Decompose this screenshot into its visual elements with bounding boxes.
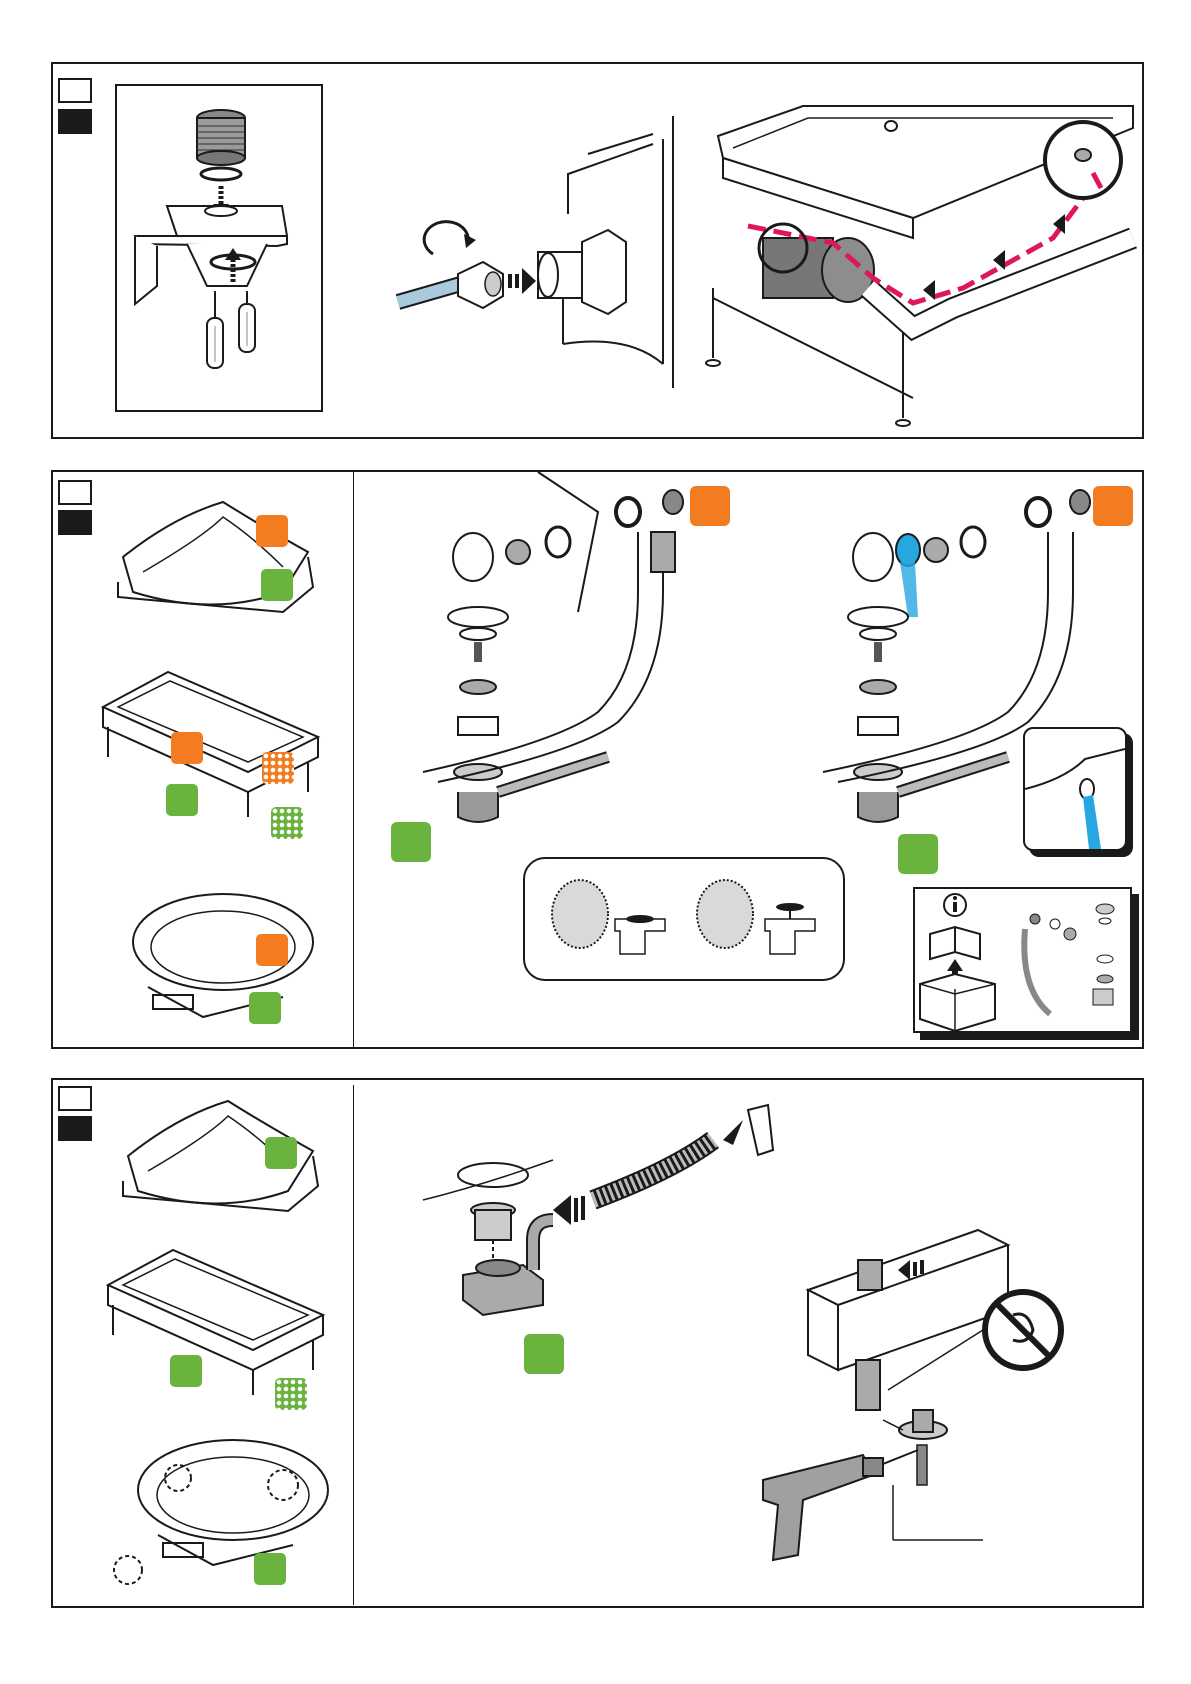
water-detail-inset <box>1023 727 1127 851</box>
stopper-comparison-illustration <box>525 859 843 979</box>
panel-3 <box>51 1078 1144 1608</box>
step-marker-dark <box>58 510 92 535</box>
parts-info-illustration <box>915 889 1130 1031</box>
rectangular-tub-illustration <box>98 667 328 822</box>
green-badge-icon <box>249 992 281 1024</box>
frame-leg-adjustment-illustration <box>798 1220 1138 1420</box>
step-marker-dark <box>58 109 92 134</box>
water-flow-detail <box>1025 729 1125 849</box>
stopper-comparison-box <box>523 857 845 981</box>
green-badge-icon <box>166 784 198 816</box>
rotate-arrow-icon <box>424 222 468 254</box>
green-badge-icon <box>524 1334 564 1374</box>
round-tub-illustration <box>123 1435 343 1585</box>
green-badge-icon <box>265 1137 297 1169</box>
orange-badge-icon <box>256 515 288 547</box>
round-tub-illustration <box>123 887 323 1032</box>
water-stream-icon <box>900 562 918 617</box>
green-badge-icon <box>170 1355 202 1387</box>
box-icon <box>920 974 995 1031</box>
panel-2-divider <box>353 472 354 1049</box>
green-badge-icon <box>271 807 303 839</box>
siphon-assembly-illustration <box>423 1100 823 1340</box>
panel-2 <box>51 470 1144 1049</box>
green-badge-icon <box>254 1553 286 1585</box>
drill-icon <box>753 1450 923 1590</box>
drain-set-exploded-illustration <box>398 472 738 852</box>
step-marker-light <box>58 78 92 103</box>
push-arrow-icon <box>553 1195 585 1225</box>
step-marker-light <box>58 480 92 505</box>
orange-badge-icon <box>171 732 203 764</box>
screwdriver-icon <box>207 291 255 368</box>
orange-badge-icon <box>1093 486 1133 526</box>
green-badge-icon <box>898 834 938 874</box>
bathtub-pump-route-illustration <box>673 98 1143 438</box>
green-badge-icon <box>391 822 431 862</box>
parts-info-box <box>913 887 1132 1033</box>
green-badge-icon <box>275 1378 307 1410</box>
corner-tub-illustration <box>113 497 323 622</box>
orange-badge-icon <box>690 486 730 526</box>
pump-connection-illustration <box>398 134 698 364</box>
panel-3-divider <box>353 1085 354 1605</box>
green-badge-icon <box>261 569 293 601</box>
push-arrow-icon <box>508 268 536 294</box>
orange-badge-icon <box>262 752 294 784</box>
drain-mount-illustration <box>117 86 325 414</box>
step-marker-light <box>58 1086 92 1111</box>
orange-badge-icon <box>256 934 288 966</box>
drain-mount-inset <box>115 84 323 412</box>
step-marker-dark <box>58 1116 92 1141</box>
panel-1 <box>51 62 1144 439</box>
rectangular-tub-illustration <box>103 1245 333 1400</box>
